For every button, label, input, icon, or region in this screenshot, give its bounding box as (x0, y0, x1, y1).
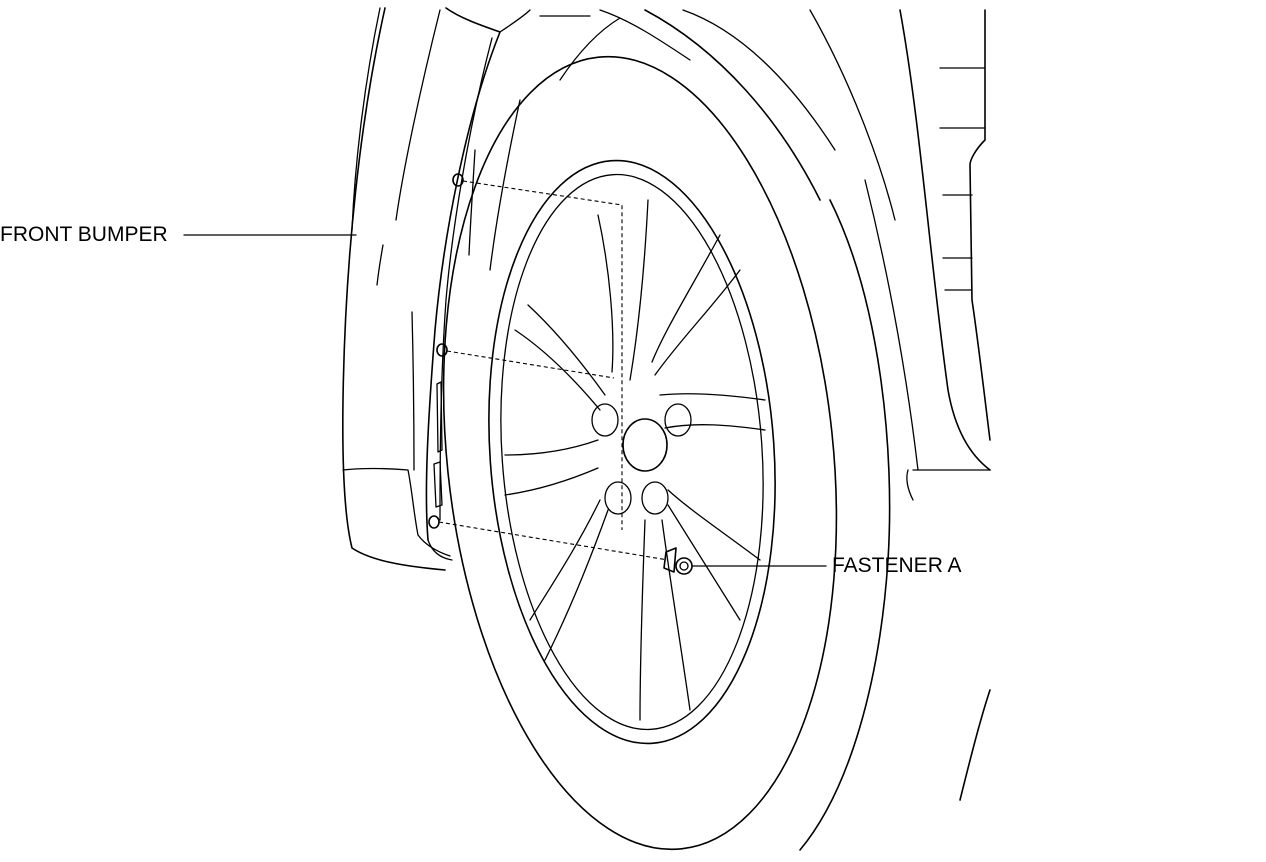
mud-guard (411, 7, 531, 561)
tire (442, 9, 891, 851)
wheel-spokes (504, 199, 766, 721)
wheel-rim (488, 159, 776, 745)
leader-lines (183, 234, 827, 567)
front-bumper-label: FRONT BUMPER (0, 223, 168, 246)
front-bumper (342, 7, 451, 571)
wheel-hub (591, 403, 692, 515)
fastener-a-label: FASTENER A (832, 554, 962, 577)
alignment-guides (438, 180, 669, 561)
fender-panel (539, 9, 991, 801)
